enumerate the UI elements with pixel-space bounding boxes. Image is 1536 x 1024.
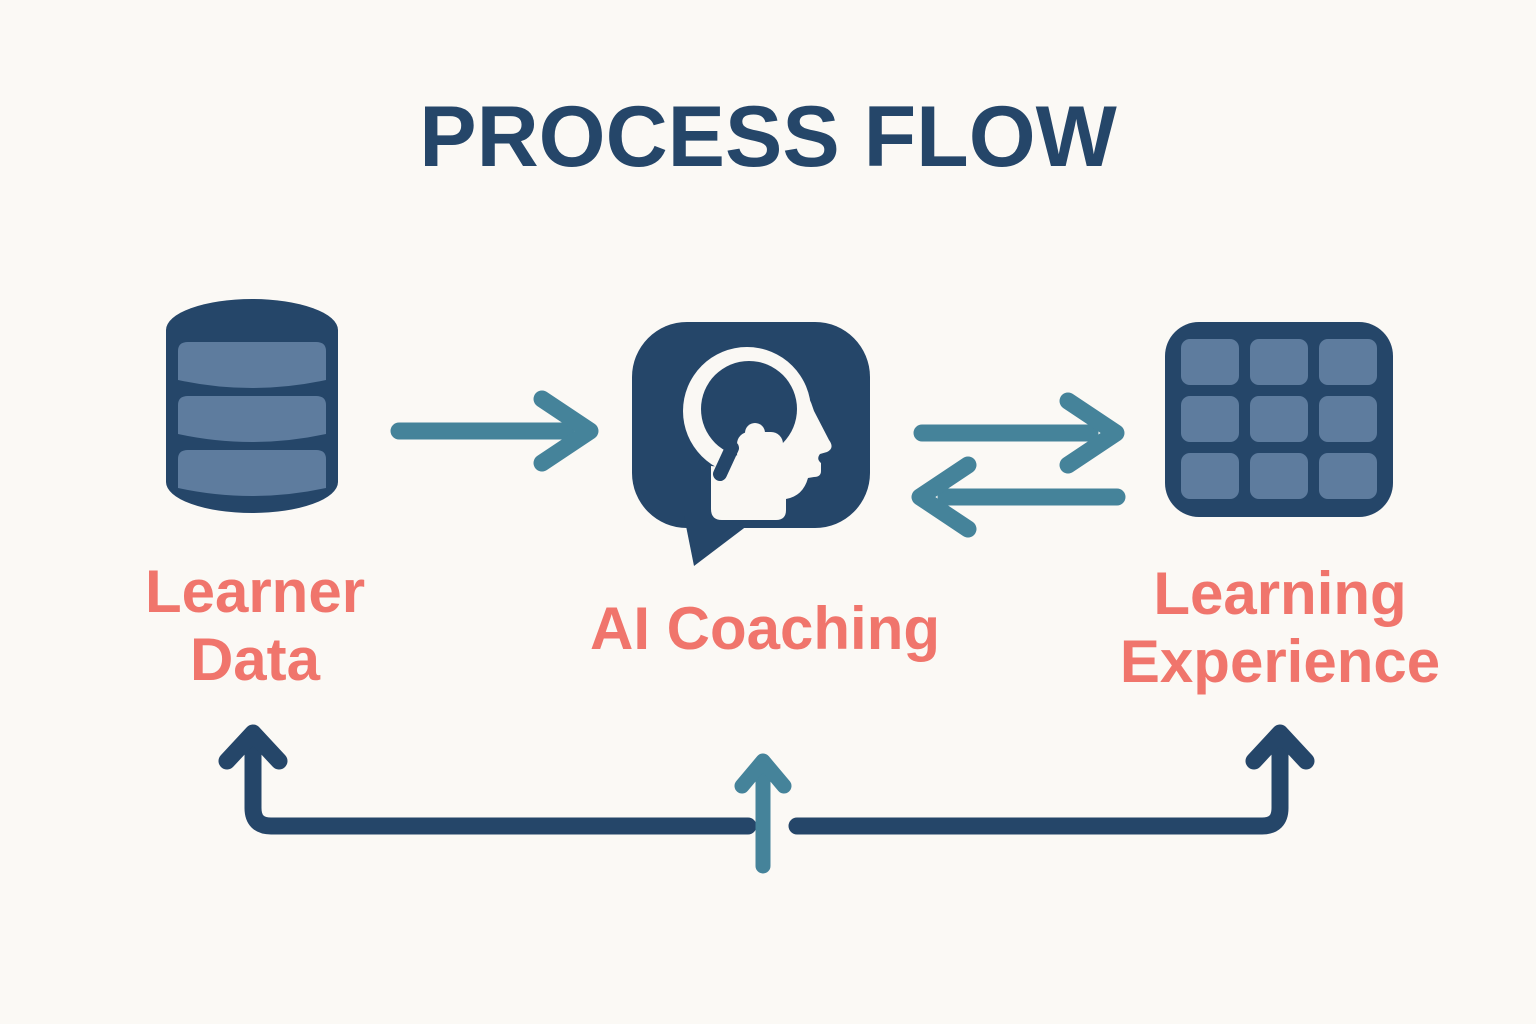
arrow-experience-to-coaching <box>911 456 1126 538</box>
feedback-arrow-to-coaching <box>734 753 792 874</box>
node-label-learning-experience: Learning Experience <box>1119 560 1441 695</box>
page-title: PROCESS FLOW <box>419 89 1117 185</box>
chat-bubble-head-icon <box>632 322 870 566</box>
arrow-learner-to-coaching <box>390 390 599 472</box>
grid-icon <box>1165 322 1393 517</box>
feedback-loop-left-arrow <box>218 724 757 835</box>
node-label-ai-coaching: AI Coaching <box>589 595 940 662</box>
feedback-loop-right-arrow <box>788 724 1315 835</box>
database-icon <box>166 299 338 513</box>
node-label-learner-data: Learner Data <box>144 558 366 693</box>
arrow-coaching-to-experience <box>913 392 1125 474</box>
